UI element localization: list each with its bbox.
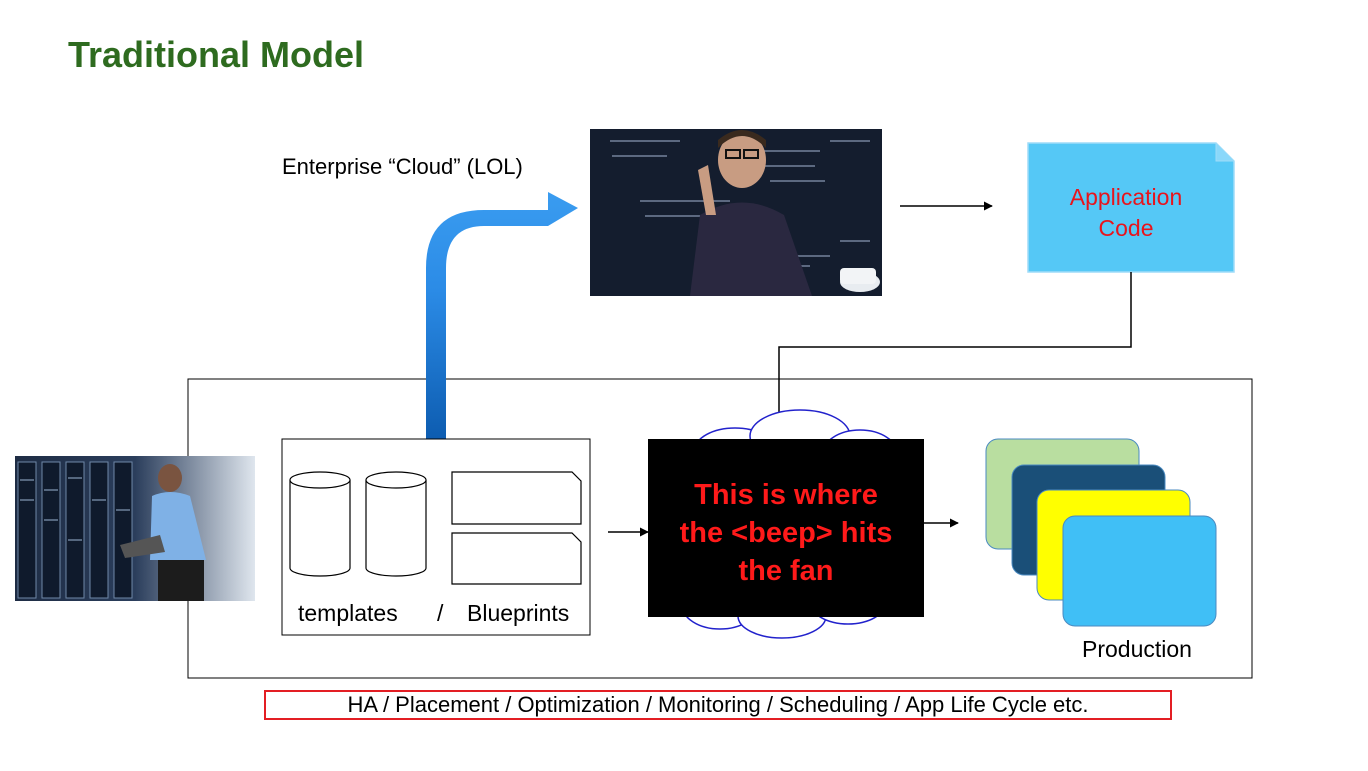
- templates-label: templates: [298, 600, 398, 626]
- blueprints-label: Blueprints: [467, 600, 570, 626]
- templates-separator: /: [437, 600, 444, 626]
- document-icon: [451, 532, 582, 585]
- datacenter-admin-photo: [15, 456, 255, 601]
- enterprise-cloud-arrow: [426, 192, 578, 440]
- application-code-document: [1027, 142, 1235, 273]
- beep-line1: This is where: [694, 479, 878, 511]
- beep-box-text: This is where the <beep> hits the fan: [648, 476, 924, 590]
- beep-line3: the fan: [738, 555, 834, 587]
- slide-title: Traditional Model: [68, 34, 365, 75]
- database-cylinder-icon: [289, 471, 351, 577]
- application-code-line2: Code: [1098, 215, 1154, 241]
- database-cylinder-icon: [365, 471, 427, 577]
- production-card-cyan: [1062, 515, 1217, 627]
- beep-line2: the <beep> hits: [679, 517, 893, 549]
- production-label: Production: [1082, 636, 1192, 662]
- beep-box: [648, 439, 924, 617]
- document-icon: [451, 471, 582, 525]
- application-code-connector: [774, 272, 1132, 427]
- enterprise-cloud-label: Enterprise “Cloud” (LOL): [282, 154, 523, 179]
- developer-photo: [590, 129, 882, 296]
- services-bar: HA / Placement / Optimization / Monitori…: [264, 690, 1172, 720]
- application-code-line1: Application: [1069, 184, 1183, 210]
- application-code-label: Application Code: [1028, 182, 1224, 244]
